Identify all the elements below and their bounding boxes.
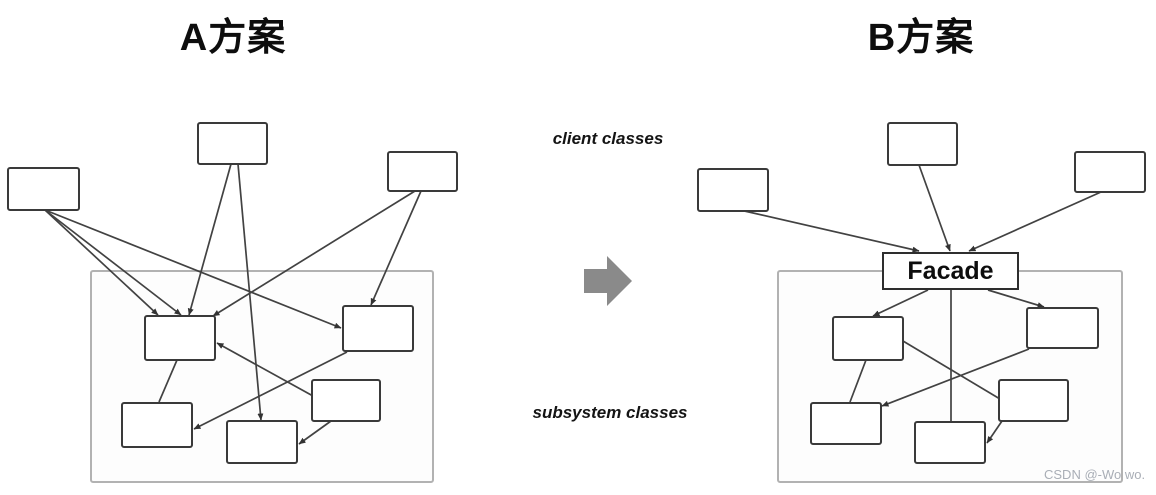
connector-line (216, 342, 314, 397)
client-class-box (697, 168, 769, 212)
client-class-box (1074, 151, 1146, 193)
subsystem-class-box (226, 420, 298, 464)
connector-line (872, 289, 929, 317)
client-class-box (887, 122, 958, 166)
connector-line (739, 209, 920, 253)
connector-line (987, 289, 1045, 308)
plan-a-title: A方案 (179, 17, 287, 59)
connector-line (298, 420, 332, 445)
facade-box: Facade (882, 252, 1019, 290)
right-subsystem-boxes (810, 307, 1099, 464)
connector-line (986, 420, 1003, 444)
client-classes-label: client classes (552, 129, 664, 148)
subsystem-class-box (121, 402, 193, 448)
connector-line (44, 209, 182, 316)
connector-line (158, 359, 178, 403)
subsystem-class-box (810, 402, 882, 445)
subsystem-class-box (311, 379, 381, 422)
subsystem-class-box (832, 316, 904, 361)
watermark: CSDN @-Wo wo. (1044, 467, 1146, 482)
subsystem-classes-label: subsystem classes (532, 403, 688, 422)
subsystem-class-box (342, 305, 414, 352)
connector-line (193, 351, 348, 430)
connector-line (187, 163, 232, 316)
connector-line (212, 190, 416, 317)
left-diagram-edges (44, 163, 422, 445)
plan-b-title: B方案 (867, 17, 975, 59)
subsystem-class-box (914, 421, 986, 464)
right-diagram-edges (739, 164, 1102, 444)
facade-label: Facade (907, 256, 994, 285)
connector-line (44, 209, 342, 329)
connector-line (237, 163, 264, 421)
subsystem-class-box (144, 315, 216, 361)
transition-arrow-icon (584, 256, 632, 306)
connector-line (918, 164, 951, 252)
right-client-boxes (697, 122, 1146, 212)
subsystem-class-box (1026, 307, 1099, 349)
connector-line (902, 340, 1001, 400)
connector-line (44, 209, 159, 316)
connector-line (968, 191, 1102, 252)
connector-line (881, 348, 1030, 407)
left-client-boxes (7, 122, 458, 211)
client-class-box (7, 167, 80, 211)
subsystem-class-box (998, 379, 1069, 422)
client-class-box (387, 151, 458, 192)
connector-line (370, 190, 422, 306)
left-subsystem-boxes (121, 305, 414, 464)
connector-line (849, 359, 867, 403)
client-class-box (197, 122, 268, 165)
